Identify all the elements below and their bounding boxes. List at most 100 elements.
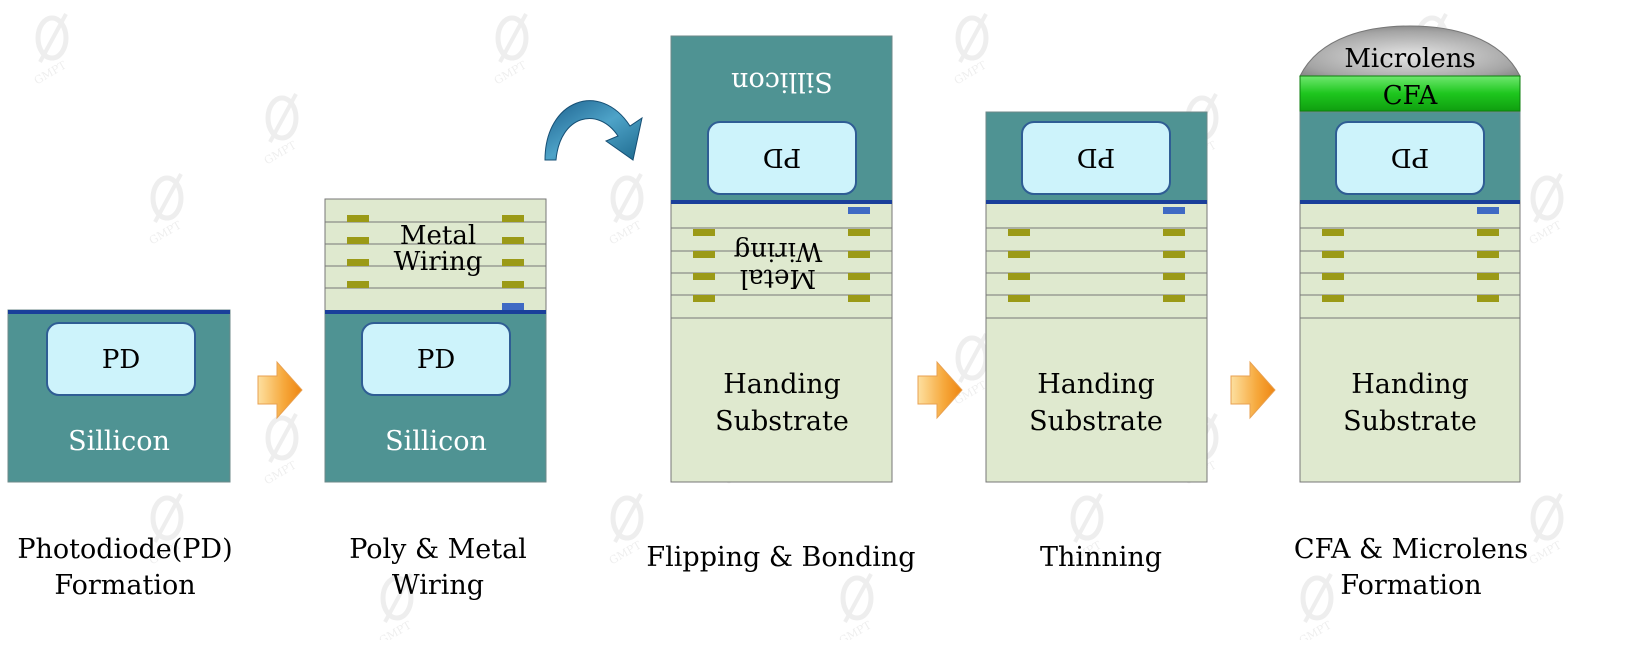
metal-pad [848,295,870,302]
watermark-logo: GMPT [837,573,874,645]
metal-pad [848,273,870,280]
metal-pad [1163,251,1185,258]
step-caption-2-line1: Poly & Metal [349,534,527,565]
metal-pad [347,259,369,266]
svg-text:GMPT: GMPT [147,218,184,247]
silicon-label-flipped: Sillicon [731,66,833,97]
watermark-logo: GMPT [607,173,644,247]
step-caption-5-line2: Formation [1340,570,1481,601]
process-arrow-1 [257,360,303,420]
wiring-label: Wiring [394,247,483,277]
metal-pad [1008,273,1030,280]
stage-3-flipping-bonding: Sillicon PD Wiring Metal Handing Substra… [670,35,893,483]
pd-label-flipped: PD [763,142,801,172]
stage-5-cfa-microlens: Microlens CFA PD Handing Substrate [1299,25,1521,483]
pd-region [46,322,196,396]
metal-pad [1163,295,1185,302]
watermark-logo: GMPT [262,413,299,487]
process-arrow-2 [917,360,963,420]
silicon-label: Sillicon [68,426,170,457]
metal-pad [1477,273,1499,280]
step-caption-1-line1: Photodiode(PD) [17,534,232,565]
interface-blue-line [325,310,546,314]
pd-label: PD [102,345,140,375]
top-blue-line [8,310,230,314]
stage-1-photodiode: PD Sillicon [7,309,231,483]
metal-pad [347,215,369,222]
contact-pad [502,303,524,310]
watermark-logo: GMPT [492,13,529,87]
pd-region [1021,121,1171,195]
handling-substrate [670,317,893,483]
svg-text:GMPT: GMPT [262,138,299,167]
metal-pad [347,237,369,244]
pd-label: PD [417,345,455,375]
svg-text:GMPT: GMPT [952,58,989,87]
watermark-logo: GMPT [1527,173,1564,247]
cfa-layer [1299,75,1521,112]
watermark-logo: GMPT [1527,493,1564,567]
pd-region [707,121,857,195]
metal-pad [693,229,715,236]
step-caption-3: Flipping & Bonding [646,542,915,573]
pd-label-flipped: PD [1391,142,1429,172]
handing-label: Handing [1037,369,1155,400]
svg-text:GMPT: GMPT [1527,538,1564,567]
metal-pad [1477,229,1499,236]
pd-region [361,322,511,396]
pd-region [1335,121,1485,195]
svg-text:GMPT: GMPT [492,58,529,87]
metal-pad [1008,251,1030,258]
handling-substrate [985,317,1208,483]
step-caption-4: Thinning [1040,542,1162,573]
watermark-logo: GMPT [147,173,184,247]
metal-pad [1322,251,1344,258]
contact-pad [848,207,870,214]
step-caption-1-line2: Formation [54,570,195,601]
watermark-logo: GMPT [262,93,299,167]
watermark-logo: GMPT [952,333,989,407]
metal-pad [848,229,870,236]
metal-pad [502,215,524,222]
watermark-logo: GMPT [607,493,644,567]
stage-4-thinning: PD Handing Substrate [985,111,1208,483]
cfa-label: CFA [1383,81,1439,111]
metal-label-flipped: Metal [740,263,816,293]
pd-label-flipped: PD [1077,142,1115,172]
flip-arrow-icon [544,100,643,161]
metal-label: Metal [400,221,476,251]
silicon-label: Sillicon [385,426,487,457]
process-arrow-3 [1230,360,1276,420]
handing-label: Handing [1351,369,1469,400]
watermark-logo: GMPT [32,13,69,87]
svg-text:GMPT: GMPT [262,458,299,487]
substrate-label: Substrate [715,406,849,437]
metal-pad [1322,273,1344,280]
metal-pad [1163,273,1185,280]
substrate-label: Substrate [1029,406,1163,437]
handing-label: Handing [723,369,841,400]
wiring-label-flipped: Wiring [734,236,823,266]
interface-blue-line [986,200,1207,204]
metal-pad [1477,251,1499,258]
metal-pad [1008,295,1030,302]
contact-pad [1163,207,1185,214]
svg-text:GMPT: GMPT [1527,218,1564,247]
svg-text:GMPT: GMPT [32,58,69,87]
svg-text:GMPT: GMPT [1297,618,1334,640]
contact-pad [1477,207,1499,214]
interface-blue-line [671,200,892,204]
metal-pad [347,281,369,288]
metal-pad [502,281,524,288]
svg-text:GMPT: GMPT [837,618,874,640]
step-caption-5-line1: CFA & Microlens [1294,534,1528,565]
svg-text:GMPT: GMPT [607,538,644,567]
metal-pad [1163,229,1185,236]
metal-pad [502,259,524,266]
step-captions: Photodiode(PD) Formation Poly & Metal Wi… [17,534,1528,601]
svg-text:GMPT: GMPT [377,618,414,640]
metal-pad [1322,229,1344,236]
microlens-label: Microlens [1344,44,1475,74]
metal-pad [693,295,715,302]
